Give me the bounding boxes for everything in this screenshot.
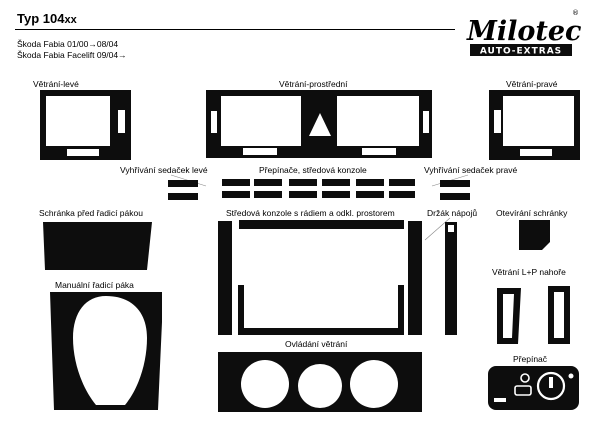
page-title: Typ 104xx [17, 11, 77, 26]
label-gear-lever: Manuální řadicí páka [55, 280, 134, 290]
label-vent-lr-top: Větrání L+P nahoře [492, 267, 566, 277]
storage-box-trim [43, 222, 152, 270]
brand-logo: Milotec ® AUTO-EXTRAS [466, 9, 582, 57]
vent-lr-top-trim [497, 286, 570, 344]
label-switches-console: Přepínače, středová konzole [259, 165, 367, 175]
label-seat-heat-right: Vyhřívání sedaček pravé [424, 165, 518, 175]
label-vent-middle: Větrání-prostřední [279, 79, 348, 89]
title-suffix: xx [64, 14, 77, 26]
label-cup-holder: Držák nápojů [427, 208, 478, 218]
model-line-1: Škoda Fabia 01/00→08/04 [17, 39, 119, 49]
label-vent-left: Větrání-levé [33, 79, 79, 89]
brand-subtitle-bar [470, 44, 572, 56]
brand-name: Milotec [466, 16, 582, 47]
brand-subtitle: AUTO-EXTRAS [480, 47, 562, 57]
seat-heat-left-trim [168, 180, 198, 200]
label-vent-controls: Ovládání větrání [285, 339, 348, 349]
title-underline [15, 29, 455, 30]
title-main: Typ 104 [17, 11, 65, 26]
leader-lines [170, 174, 469, 241]
label-switch: Přepínač [513, 354, 548, 364]
brand-registered: ® [572, 9, 579, 17]
center-console-trim [218, 220, 422, 335]
label-seat-heat-left: Vyhřívání sedaček levé [120, 165, 208, 175]
label-vent-right: Větrání-pravé [506, 79, 558, 89]
vent-middle-trim [206, 90, 432, 158]
cup-holder-trim [445, 222, 457, 335]
vent-left-trim [40, 90, 131, 160]
vent-controls-trim [218, 352, 422, 412]
switch-panel-trim [488, 366, 579, 410]
model-line-2: Škoda Fabia Facelift 09/04→ [17, 50, 127, 60]
box-opener-trim [519, 220, 550, 250]
vent-right-trim [489, 90, 580, 160]
label-center-console: Středová konzole s rádiem a odkl. prosto… [226, 208, 395, 218]
label-box-opener: Otevírání schránky [496, 208, 568, 218]
gear-lever-trim [50, 292, 162, 410]
label-storage-box: Schránka před řadicí pákou [39, 208, 143, 218]
switches-console-trim [222, 179, 415, 198]
seat-heat-right-trim [440, 180, 470, 200]
